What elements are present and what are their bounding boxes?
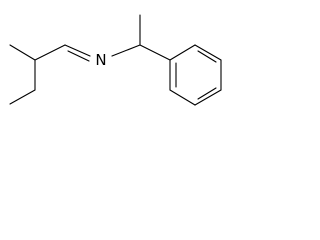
skeletal-structure-diagram: N xyxy=(9,14,222,106)
ring-bond-1 xyxy=(169,44,196,61)
double-bond-c-n-outer xyxy=(64,44,91,57)
double-bond-c-n-inner xyxy=(67,50,90,62)
bond-c3-c4 xyxy=(9,89,36,105)
ring-bond-5 xyxy=(169,89,196,106)
atom-label-n: N xyxy=(95,51,106,69)
bond-c1-c2 xyxy=(9,44,36,61)
ring-inner-bond-b xyxy=(197,87,217,100)
ring-bond-2 xyxy=(194,44,222,61)
bond-c2-c5 xyxy=(34,44,66,61)
bond-c6-phenyl xyxy=(139,44,171,61)
bond-n-c6 xyxy=(111,44,141,57)
phenyl-ring xyxy=(169,44,222,106)
ring-inner-bond-a xyxy=(197,50,217,63)
ring-bond-4 xyxy=(194,89,222,106)
